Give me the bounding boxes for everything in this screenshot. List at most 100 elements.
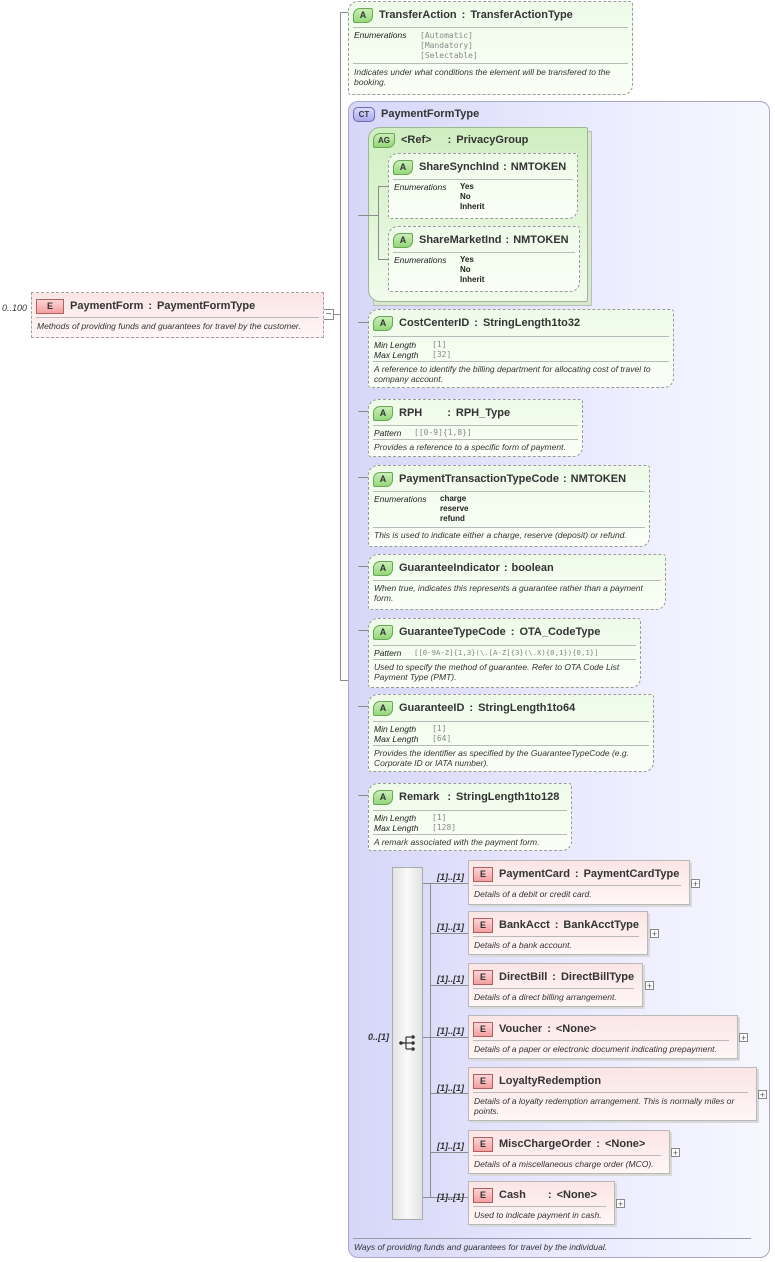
- attribute-badge-icon: A: [373, 789, 393, 805]
- attribute-name: CostCenterID: [399, 317, 470, 329]
- divider: [373, 336, 669, 337]
- payment-card-element[interactable]: E PaymentCard : PaymentCardType Details …: [468, 860, 690, 905]
- remark-box[interactable]: A Remark : StringLength1to128 Min Length…: [368, 783, 572, 851]
- expand-button[interactable]: +: [758, 1090, 767, 1100]
- direct-bill-element[interactable]: E DirectBill : DirectBillType Details of…: [468, 963, 643, 1007]
- attribute-header: A TransferAction : TransferActionType: [353, 7, 573, 23]
- name-type-separator: :: [447, 791, 452, 803]
- choice-item-occurrence: [1]..[1]: [437, 1192, 464, 1202]
- element-badge-icon: E: [473, 1021, 493, 1037]
- divider: [373, 361, 669, 362]
- divider: [473, 988, 634, 989]
- element-header: E DirectBill : DirectBillType: [473, 969, 634, 985]
- share-synch-ind-box[interactable]: A ShareSynchInd : NMTOKEN Enumerations Y…: [388, 153, 578, 219]
- name-type-separator: :: [554, 919, 559, 931]
- attribute-header: A RPH : RPH_Type: [373, 405, 510, 421]
- divider: [373, 721, 649, 722]
- attribute-type: StringLength1to128: [456, 791, 560, 803]
- expand-button[interactable]: +: [739, 1033, 748, 1043]
- element-header: E Voucher : <None>: [473, 1021, 596, 1037]
- cash-element[interactable]: E Cash : <None> Used to indicate payment…: [468, 1181, 615, 1225]
- connector-ag-v: [378, 186, 379, 259]
- divider: [36, 317, 319, 318]
- attribute-description: This is used to indicate either a charge…: [374, 530, 627, 540]
- divider: [373, 810, 567, 811]
- element-badge-icon: E: [473, 917, 493, 933]
- connector-choice-item: [423, 1197, 468, 1198]
- rph-box[interactable]: A RPH : RPH_Type Pattern [[0-9]{1,8}] Pr…: [368, 399, 583, 457]
- connector-attr: [358, 411, 368, 412]
- choice-item-occurrence: [1]..[1]: [437, 872, 464, 882]
- attribute-badge-icon: A: [373, 405, 393, 421]
- attribute-description: When true, indicates this represents a g…: [374, 583, 643, 603]
- enum-value: [Mandatory]: [420, 41, 473, 50]
- expand-button[interactable]: +: [650, 929, 659, 939]
- name-type-separator: :: [503, 161, 507, 173]
- collapse-toggle[interactable]: −: [323, 309, 334, 320]
- element-type: <None>: [604, 1138, 646, 1150]
- root-element-type: PaymentFormType: [157, 300, 256, 312]
- element-badge-icon: E: [473, 866, 493, 882]
- connector-ag-in: [358, 215, 378, 216]
- element-header: E Cash : <None>: [473, 1187, 597, 1203]
- divider: [353, 27, 628, 28]
- enum-value: refund: [440, 514, 465, 523]
- name-type-separator: :: [447, 407, 451, 419]
- element-type: <None>: [556, 1189, 597, 1201]
- connector-trunk-h: [334, 314, 340, 315]
- expand-button[interactable]: +: [645, 981, 654, 991]
- name-type-separator: :: [461, 9, 466, 21]
- connector-transfer-h: [340, 12, 348, 13]
- complex-type-description: Ways of providing funds and guarantees f…: [354, 1242, 608, 1252]
- expand-symbol: +: [692, 879, 699, 889]
- connector-attr: [358, 630, 368, 631]
- attribute-header: A GuaranteeID : StringLength1to64: [373, 700, 575, 716]
- guarantee-type-code-box[interactable]: A GuaranteeTypeCode : OTA_CodeType Patte…: [368, 618, 641, 688]
- transfer-action-box[interactable]: A TransferAction : TransferActionType En…: [348, 1, 633, 95]
- connector-ag-h1: [378, 186, 388, 187]
- enum-value: Inherit: [460, 202, 485, 211]
- root-occurrence: 0..100: [2, 303, 28, 313]
- element-description: Details of a paper or electronic documen…: [474, 1044, 717, 1054]
- facet-label: Max Length: [374, 734, 419, 744]
- share-market-ind-box[interactable]: A ShareMarketInd : NMTOKEN Enumerations …: [388, 226, 580, 292]
- expand-button[interactable]: +: [691, 879, 700, 889]
- attribute-group-header: AG <Ref> : PrivacyGroup: [373, 132, 528, 148]
- attribute-badge-icon: A: [373, 560, 393, 576]
- loyalty-redemption-element[interactable]: E LoyaltyRedemption Details of a loyalty…: [468, 1067, 757, 1121]
- element-name: BankAcct: [499, 919, 550, 931]
- divider: [473, 885, 681, 886]
- expand-button[interactable]: +: [671, 1148, 680, 1158]
- root-element-box[interactable]: E PaymentForm : PaymentFormType Methods …: [31, 292, 324, 338]
- facet-label: Max Length: [374, 350, 419, 360]
- facet-value: [[0-9]{1,8}]: [414, 428, 472, 437]
- attribute-badge-icon: A: [393, 232, 413, 248]
- payment-transaction-type-code-box[interactable]: A PaymentTransactionTypeCode : NMTOKEN E…: [368, 465, 650, 547]
- name-type-separator: :: [562, 473, 567, 485]
- misc-charge-order-element[interactable]: E MiscChargeOrder : <None> Details of a …: [468, 1130, 670, 1174]
- guarantee-indicator-box[interactable]: A GuaranteeIndicator : boolean When true…: [368, 554, 666, 610]
- facet-label: Min Length: [374, 724, 417, 734]
- bank-acct-element[interactable]: E BankAcct : BankAcctType Details of a b…: [468, 911, 648, 955]
- attribute-group-name: PrivacyGroup: [456, 134, 529, 146]
- guarantee-id-box[interactable]: A GuaranteeID : StringLength1to64 Min Le…: [368, 694, 654, 772]
- element-name: Voucher: [499, 1023, 543, 1035]
- attribute-description: Provides the identifier as specified by …: [374, 748, 629, 768]
- choice-item-occurrence: [1]..[1]: [437, 922, 464, 932]
- attribute-description: Provides a reference to a specific form …: [374, 442, 566, 452]
- expand-button[interactable]: +: [616, 1199, 625, 1209]
- cost-center-id-box[interactable]: A CostCenterID : StringLength1to32 Min L…: [368, 309, 674, 388]
- expand-symbol: +: [740, 1033, 747, 1043]
- attribute-type: TransferActionType: [470, 9, 573, 21]
- element-header: E BankAcct : BankAcctType: [473, 917, 639, 933]
- expand-symbol: +: [646, 981, 653, 991]
- connector-attr: [358, 322, 368, 323]
- voucher-element[interactable]: E Voucher : <None> Details of a paper or…: [468, 1015, 738, 1059]
- connector-choice-item: [423, 883, 468, 884]
- name-type-separator: :: [596, 1138, 600, 1150]
- facet-label: Pattern: [374, 648, 402, 658]
- choice-item-occurrence: [1]..[1]: [437, 974, 464, 984]
- attribute-name: ShareMarketInd: [419, 234, 502, 246]
- enum-value: No: [460, 192, 471, 201]
- element-name: DirectBill: [499, 971, 548, 983]
